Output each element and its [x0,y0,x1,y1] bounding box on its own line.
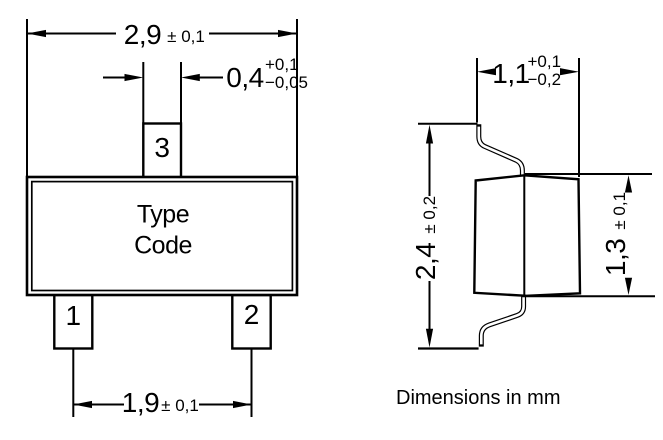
dim-height-lines [476,58,580,177]
pin3-label: 3 [154,132,170,163]
body-outline [25,175,299,297]
arrowhead [233,400,252,409]
dim-body-depth-lines [522,173,655,298]
dim-pin-pitch-tolerance: ± 0,1 [161,395,199,415]
dim-pin3-width-tolerance-plus: +0,1 [265,55,299,74]
dim-pin-pitch-lines [72,348,253,417]
dim-pin3-width-value: 0,4 [226,62,264,93]
dim-lead-span-lines [418,122,478,348]
arrowhead [560,68,579,76]
pin2-label: 2 [243,299,260,330]
top-lead [476,124,525,179]
arrowhead [278,29,297,38]
arrowhead [477,68,496,76]
dim-pin3-width-lines [103,62,223,123]
arrowhead [425,328,434,348]
bottom-lead [478,293,527,347]
arrowhead [425,124,434,144]
dim-body-width-value: 2,9 [123,19,162,50]
arrowhead [27,29,46,38]
arrowhead [624,175,633,193]
body-inner-outline [30,180,294,292]
dim-lead-span-text: 2,4 ± 0,2 [410,196,442,280]
dim-body-depth-tolerance: ± 0,1 [609,191,629,230]
pin1-label: 1 [65,300,82,331]
arrowhead [624,277,633,295]
dim-height-tolerance-minus: −0,2 [527,70,562,89]
dim-body-width-tolerance: ± 0,1 [167,26,205,46]
dim-lead-span-tolerance: ± 0,2 [419,195,439,234]
dim-lead-span-value: 2,4 [409,242,441,281]
dim-height-tolerance-stack: +0,1 −0,2 [528,53,562,89]
arrowhead [73,400,92,409]
dim-pin-pitch-value: 1,9 [121,387,160,418]
side-body-outline [473,174,582,298]
pin3-outline [142,122,183,179]
dim-height-value: 1,1 [492,58,530,89]
dim-body-depth-value: 1,3 [599,238,631,277]
dim-pin3-width-tolerance-minus: −0,05 [265,73,309,92]
arrowhead [181,73,200,82]
dim-pin3-width-tolerance-stack: +0,1 −0,05 [265,56,308,92]
units-note: Dimensions in mm [396,387,561,409]
dim-height-tolerance-plus: +0,1 [527,52,562,71]
pin2-outline [231,293,272,350]
dim-body-width-lines [26,19,298,176]
dim-body-depth-text: 1,3 ± 0,1 [600,192,632,276]
body-marking-line2: Code [134,231,192,260]
arrowhead [124,73,144,82]
body-marking-line1: Type [136,200,190,229]
